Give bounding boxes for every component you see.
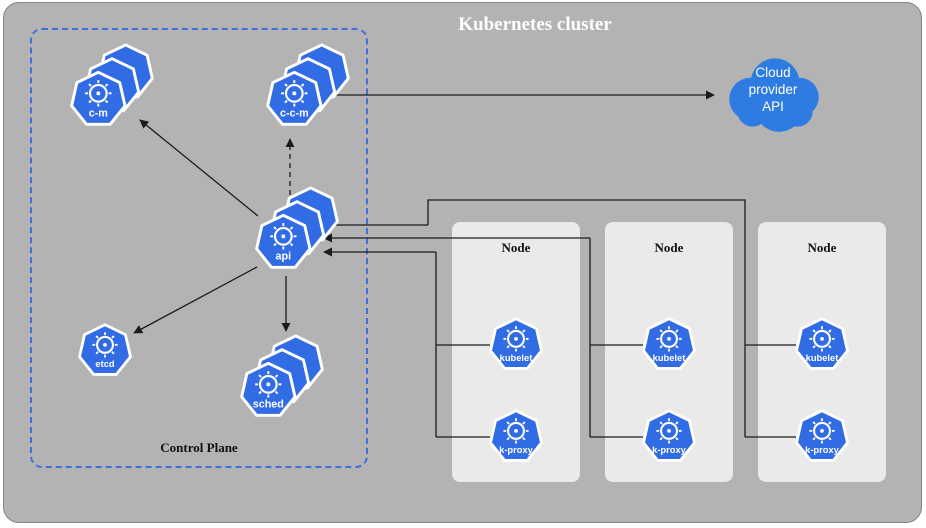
component-label: k-proxy: [805, 445, 840, 455]
node-label: Node: [654, 240, 684, 255]
component-label: kubelet: [500, 353, 533, 363]
etcd-icon: etcd: [78, 323, 132, 376]
component-label: etcd: [95, 359, 114, 369]
cloud-controller-manager-icon: c-c-m: [266, 43, 350, 126]
cloud-label-line1: Cloud: [755, 65, 791, 80]
diagram-title: Kubernetes cluster: [458, 14, 612, 35]
cloud-label-line3: API: [762, 99, 784, 114]
control-plane-boundary: Control Plane: [30, 28, 368, 468]
kube-proxy-icon: k-proxy: [489, 409, 543, 462]
node-label: Node: [501, 240, 531, 255]
node-label: Node: [807, 240, 837, 255]
api-server-icon: api: [255, 186, 339, 269]
controller-manager-icon: c-m: [70, 43, 154, 126]
component-label: sched: [253, 398, 284, 410]
kubelet-icon: kubelet: [642, 317, 696, 370]
kubelet-icon: kubelet: [795, 317, 849, 370]
component-label: k-proxy: [652, 445, 687, 455]
cloud-provider-api: Cloud provider API: [716, 48, 830, 136]
component-label: k-proxy: [499, 445, 534, 455]
kubelet-icon: kubelet: [489, 317, 543, 370]
cloud-provider-api-label: Cloud provider API: [716, 64, 830, 115]
cloud-icon: [729, 58, 819, 132]
component-label: c-m: [89, 107, 108, 119]
kube-proxy-icon: k-proxy: [642, 409, 696, 462]
component-label: kubelet: [653, 353, 686, 363]
component-label: c-c-m: [280, 107, 309, 119]
control-plane-label: Control Plane: [160, 440, 238, 455]
scheduler-icon: sched: [240, 334, 324, 417]
cloud-label-line2: provider: [748, 82, 798, 97]
component-label: kubelet: [806, 353, 839, 363]
kube-proxy-icon: k-proxy: [795, 409, 849, 462]
component-label: api: [276, 250, 292, 262]
